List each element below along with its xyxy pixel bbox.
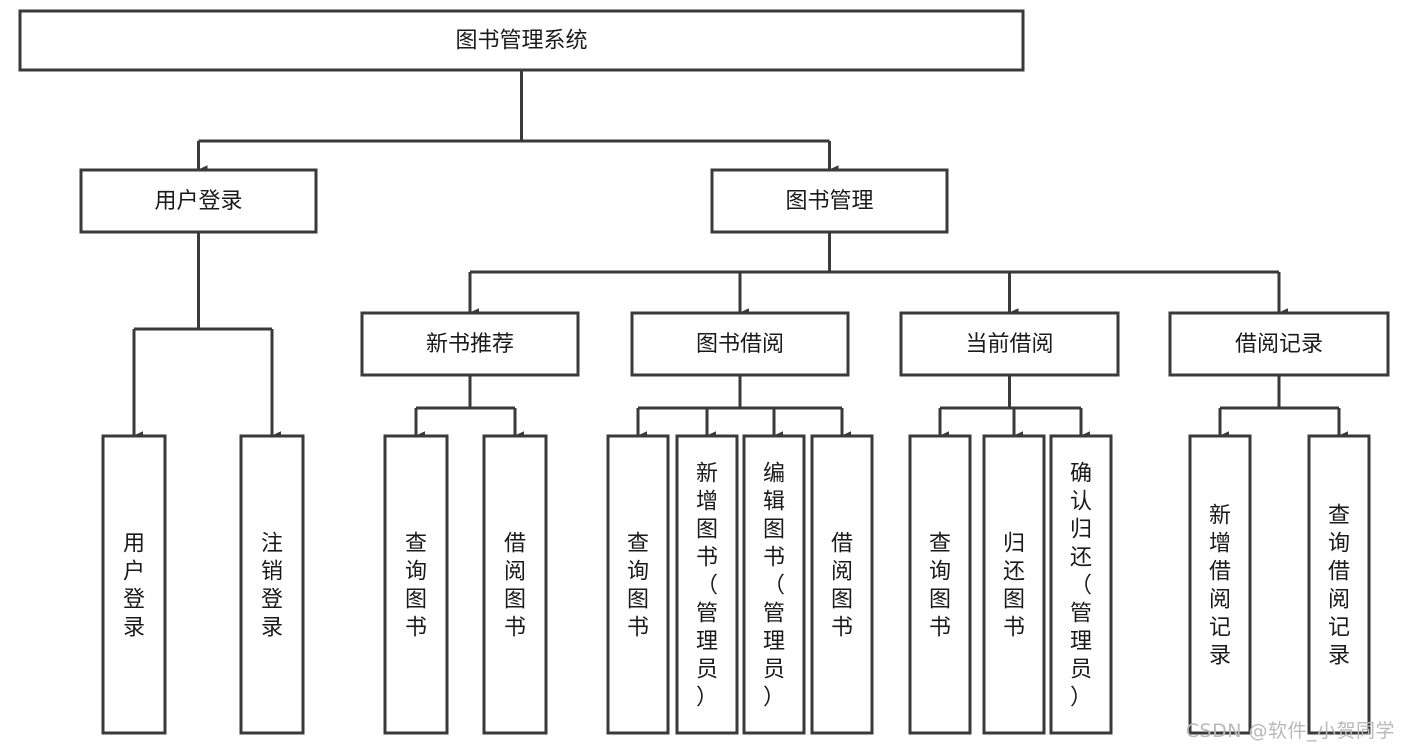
node-leaf-user-login: 用户登录 xyxy=(101,434,167,735)
node-leaf-rec-search: 查询借阅记录 xyxy=(1307,434,1371,735)
node-box-root xyxy=(18,9,1025,72)
node-label-leaf-rec-add: 新增借阅记录 xyxy=(1209,504,1231,669)
nodes-layer: 图书管理系统用户登录图书管理新书推荐图书借阅当前借阅借阅记录用户登录注销登录查询… xyxy=(18,9,1390,735)
node-box-leaf-borrow-lend xyxy=(810,434,874,735)
node-label-leaf-cur-query: 查询图书 xyxy=(929,532,951,641)
node-new-book-rec: 新书推荐 xyxy=(360,311,580,377)
connector-edges xyxy=(132,70,1349,441)
node-box-current-borrow xyxy=(899,311,1120,377)
node-leaf-rec-borrow: 借阅图书 xyxy=(482,434,548,735)
node-leaf-cur-return: 归还图书 xyxy=(982,434,1046,735)
node-leaf-rec-query: 查询图书 xyxy=(383,434,449,735)
node-root: 图书管理系统 xyxy=(18,9,1025,72)
node-label-leaf-rec-search: 查询借阅记录 xyxy=(1328,504,1350,669)
node-box-leaf-rec-query xyxy=(383,434,449,735)
node-label-leaf-borrow-lend: 借阅图书 xyxy=(831,532,853,641)
node-box-leaf-borrow-edit xyxy=(742,434,806,735)
node-box-leaf-user-logout xyxy=(239,434,305,735)
node-label-leaf-user-logout: 注销登录 xyxy=(261,532,283,641)
node-leaf-rec-add: 新增借阅记录 xyxy=(1188,434,1252,735)
node-box-book-manage xyxy=(710,168,949,234)
node-user-login: 用户登录 xyxy=(79,168,318,234)
node-book-manage: 图书管理 xyxy=(710,168,949,234)
node-book-borrow: 图书借阅 xyxy=(630,311,850,377)
node-leaf-cur-confirm: 确认归还（管理员） xyxy=(1049,434,1113,735)
node-label-leaf-borrow-query: 查询图书 xyxy=(627,532,649,641)
node-label-borrow-record: 借阅记录 xyxy=(1235,332,1323,357)
node-box-leaf-rec-add xyxy=(1188,434,1252,735)
node-leaf-borrow-edit: 编辑图书（管理员） xyxy=(742,434,806,735)
node-current-borrow: 当前借阅 xyxy=(899,311,1120,377)
node-label-leaf-cur-return: 归还图书 xyxy=(1003,532,1025,641)
node-box-borrow-record xyxy=(1168,311,1390,377)
node-label-leaf-user-login: 用户登录 xyxy=(123,532,145,641)
node-label-book-borrow: 图书借阅 xyxy=(696,332,784,357)
node-leaf-cur-query: 查询图书 xyxy=(908,434,972,735)
node-label-leaf-cur-confirm: 确认归还（管理员） xyxy=(1070,462,1092,711)
node-label-book-manage: 图书管理 xyxy=(785,189,873,214)
node-leaf-borrow-add: 新增图书（管理员） xyxy=(675,434,739,735)
node-box-new-book-rec xyxy=(360,311,580,377)
node-label-leaf-borrow-edit: 编辑图书（管理员） xyxy=(763,462,785,711)
node-box-leaf-user-login xyxy=(101,434,167,735)
node-label-new-book-rec: 新书推荐 xyxy=(426,332,514,357)
node-leaf-user-logout: 注销登录 xyxy=(239,434,305,735)
node-box-leaf-cur-query xyxy=(908,434,972,735)
node-box-book-borrow xyxy=(630,311,850,377)
node-label-root: 图书管理系统 xyxy=(455,29,587,54)
node-label-leaf-rec-borrow: 借阅图书 xyxy=(504,532,526,641)
node-leaf-borrow-query: 查询图书 xyxy=(606,434,670,735)
node-borrow-record: 借阅记录 xyxy=(1168,311,1390,377)
node-label-user-login: 用户登录 xyxy=(154,189,242,214)
node-box-user-login xyxy=(79,168,318,234)
node-leaf-borrow-lend: 借阅图书 xyxy=(810,434,874,735)
node-box-leaf-cur-confirm xyxy=(1049,434,1113,735)
node-box-leaf-borrow-add xyxy=(675,434,739,735)
node-box-leaf-cur-return xyxy=(982,434,1046,735)
node-box-leaf-rec-search xyxy=(1307,434,1371,735)
node-label-leaf-borrow-add: 新增图书（管理员） xyxy=(696,462,718,711)
node-label-current-borrow: 当前借阅 xyxy=(965,332,1053,357)
node-box-leaf-borrow-query xyxy=(606,434,670,735)
node-label-leaf-rec-query: 查询图书 xyxy=(405,532,427,641)
node-box-leaf-rec-borrow xyxy=(482,434,548,735)
